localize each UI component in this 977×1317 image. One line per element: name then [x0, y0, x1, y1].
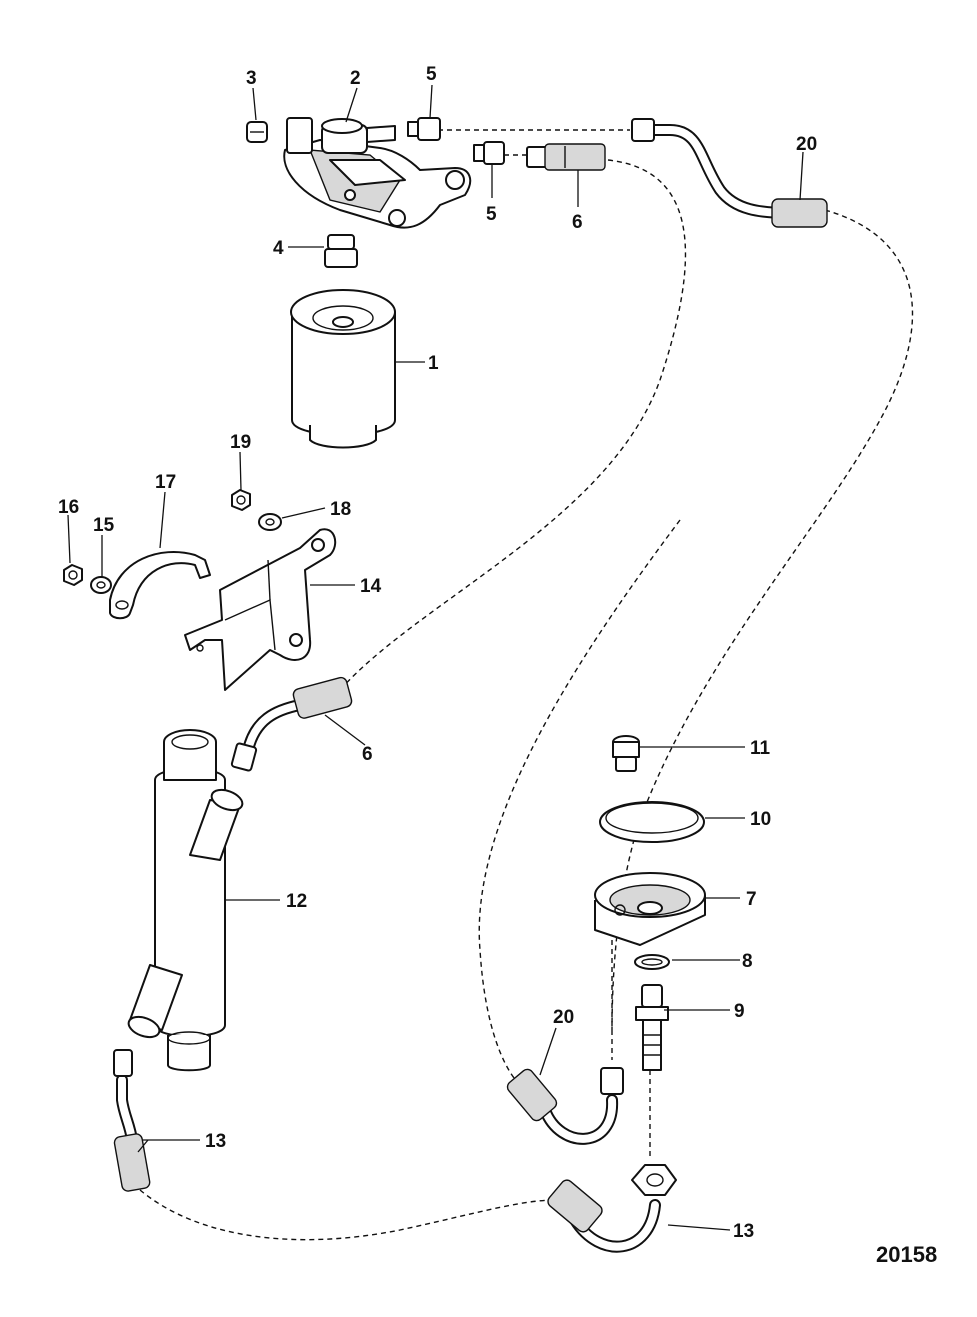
callout-5-upper: 5 [426, 64, 437, 85]
nut-16 [63, 564, 83, 586]
adapter-11 [612, 735, 640, 772]
callout-10: 10 [750, 809, 771, 830]
callout-12: 12 [286, 891, 307, 912]
callout-20-upper: 20 [796, 134, 817, 155]
hose-end-6-upper [526, 143, 606, 171]
callout-17: 17 [155, 472, 176, 493]
clamp-17 [109, 551, 211, 620]
oil-filter-1 [290, 289, 396, 449]
hose-end-13-left [113, 1049, 151, 1192]
callout-3: 3 [246, 68, 257, 89]
callout-16: 16 [58, 497, 79, 518]
center-stud-4 [324, 234, 358, 268]
elbow-fitting-5-upper [407, 117, 441, 141]
callout-14: 14 [360, 576, 382, 597]
callout-11: 11 [750, 738, 771, 759]
callout-7: 7 [746, 889, 757, 910]
leader-lines [67, 84, 804, 1231]
seal-ring-10 [599, 801, 705, 843]
oil-cooler-12 [127, 729, 244, 1072]
washer-15 [90, 576, 112, 594]
callout-6-lower: 6 [362, 744, 373, 765]
hose-fitting-9 [635, 984, 669, 1071]
callout-19: 19 [230, 432, 251, 453]
hose-assembly-13-right [547, 1164, 677, 1253]
figure-number: 20158 [876, 1242, 937, 1267]
fitting-5-lower [473, 141, 505, 165]
callout-9: 9 [734, 1001, 745, 1022]
hose-assembly-20-lower [506, 1067, 624, 1145]
hose-assembly-20-upper [631, 118, 828, 228]
plug-fitting-3 [246, 121, 268, 143]
callout-20-lower: 20 [553, 1007, 574, 1028]
callout-5-lower: 5 [486, 204, 497, 225]
hose-end-6-lower [230, 676, 353, 772]
o-ring-8 [634, 954, 670, 970]
callout-18: 18 [330, 499, 351, 520]
nut-19 [231, 489, 251, 511]
callout-13-left: 13 [205, 1131, 226, 1152]
callout-6-upper: 6 [572, 212, 583, 233]
washer-18 [258, 513, 282, 531]
callout-1: 1 [428, 353, 439, 374]
callout-labels: 3 2 5 5 6 20 4 1 19 17 18 16 15 14 6 11 … [58, 64, 817, 1242]
callout-15: 15 [93, 515, 115, 536]
callout-13-right: 13 [733, 1221, 754, 1242]
mounting-bracket-14 [184, 528, 337, 691]
filter-adapter-7 [594, 872, 706, 946]
filter-head-bracket [283, 117, 472, 229]
hose-lines [139, 129, 914, 1241]
callout-8: 8 [742, 951, 753, 972]
callout-2: 2 [350, 68, 361, 89]
callout-4: 4 [273, 238, 284, 259]
